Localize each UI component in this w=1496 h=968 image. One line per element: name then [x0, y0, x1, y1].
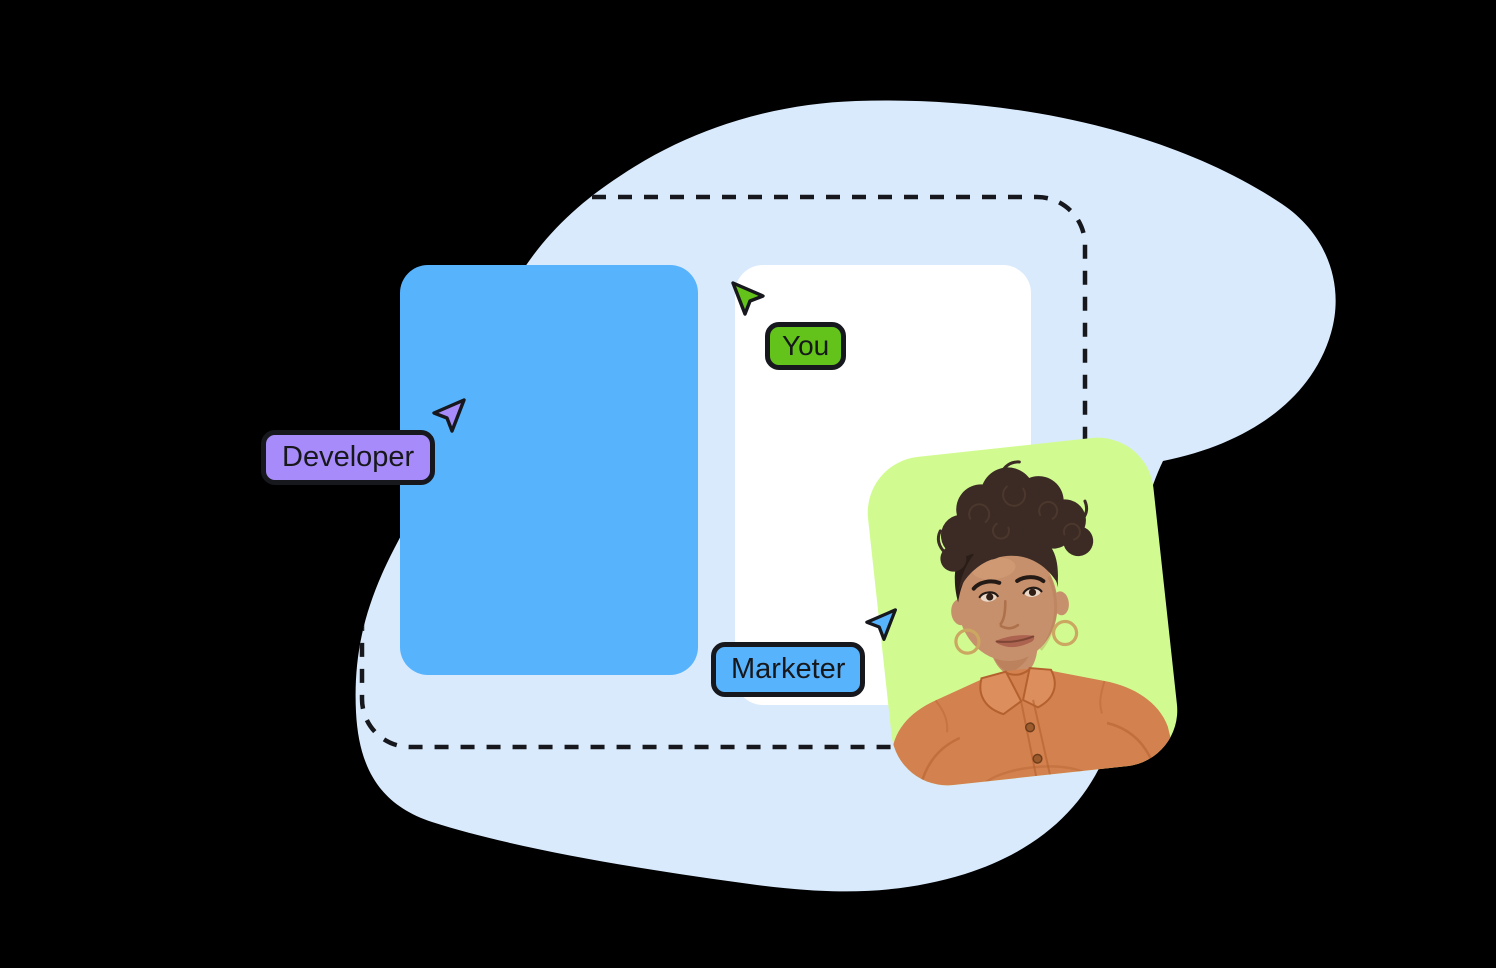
hoop-earring-right [1051, 619, 1079, 647]
green-photo-card [867, 437, 1178, 792]
hoop-earring-left [954, 628, 981, 655]
shirt [891, 668, 1177, 792]
developer-cursor-label: Developer [261, 430, 436, 485]
marketer-cursor-label: Marketer [711, 642, 866, 697]
hair-curls [940, 467, 1094, 572]
you-cursor-label: You [765, 322, 847, 370]
you-cursor-icon [731, 281, 765, 316]
marketer-cursor-icon [865, 608, 897, 641]
marketer-portrait [891, 460, 1177, 792]
blue-card [400, 265, 698, 675]
developer-cursor-icon [432, 398, 466, 433]
face [957, 545, 1058, 661]
